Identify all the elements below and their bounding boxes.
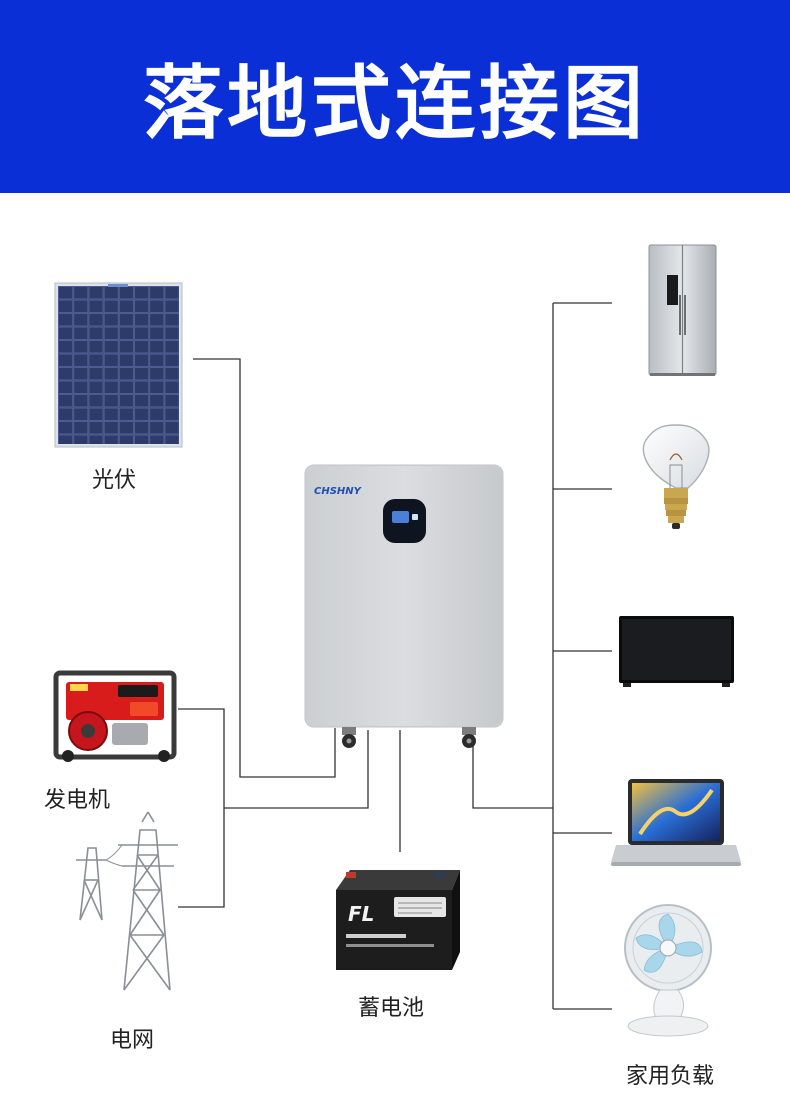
ac-input-wire	[224, 730, 369, 809]
wiring	[178, 302, 612, 1010]
inverter-battery-unit-icon	[304, 464, 504, 748]
desk-fan-icon	[624, 904, 712, 1037]
solar-panel-icon	[54, 282, 183, 448]
lead-acid-battery-icon	[336, 870, 460, 970]
battery-brand-logo: FL	[348, 902, 374, 926]
television-icon	[619, 616, 734, 687]
refrigerator-icon	[648, 244, 717, 376]
generator-wire	[178, 708, 225, 908]
caster-wheel-left	[342, 727, 356, 748]
power-tower-icon	[76, 811, 178, 991]
load-output-wire	[472, 730, 553, 809]
battery-label: 蓄电池	[358, 996, 425, 1021]
household-load-label: 家用负载	[626, 1064, 715, 1089]
laptop-icon	[611, 779, 741, 866]
solar-label: 光伏	[92, 468, 137, 493]
grid-label: 电网	[110, 1028, 155, 1053]
light-bulb-icon	[642, 424, 710, 529]
generator-icon	[53, 670, 177, 762]
solar-wire	[193, 358, 336, 778]
generator-label: 发电机	[44, 788, 111, 813]
caster-wheel-right	[462, 727, 476, 748]
device-brand-logo: CHSHNY	[314, 486, 363, 497]
title-banner: 落地式连接图	[0, 0, 790, 193]
page-title: 落地式连接图	[143, 56, 647, 150]
